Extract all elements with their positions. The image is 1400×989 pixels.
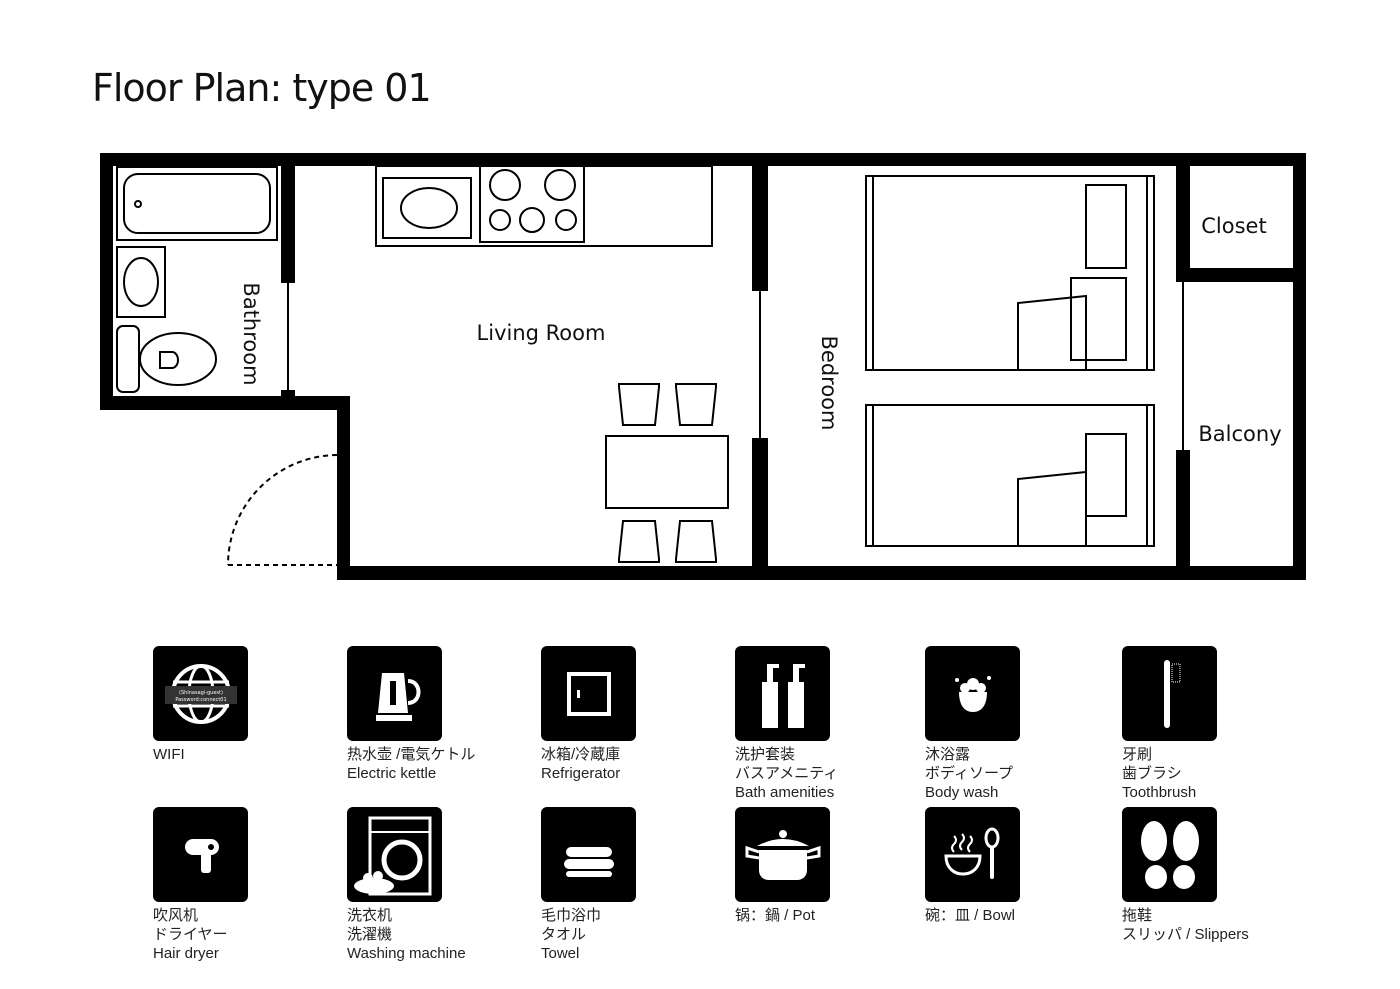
amenity-label: 拖鞋スリッパ / Slippers	[1122, 906, 1312, 944]
amenity-label-line: ボディソープ	[925, 765, 1014, 782]
amenity-label-line: Electric kettle	[347, 765, 437, 782]
amenity-item: 洗护套装バスアメニティ Bath amenities	[735, 646, 925, 802]
slippers-icon	[1122, 807, 1217, 902]
amenity-label: 碗：皿 / Bowl	[925, 906, 1115, 925]
pot-icon	[735, 807, 830, 902]
amenity-item: 热水壶 /電気ケトル Electric kettle	[347, 646, 537, 783]
amenity-label-line: 牙刷	[1122, 746, 1153, 763]
amenity-label: 冰箱/冷蔵庫 Refrigerator	[541, 745, 731, 783]
amenity-item: 洗衣机洗濯機 Washing machine	[347, 807, 537, 963]
amenity-label-line: 毛巾浴巾	[541, 907, 602, 924]
amenity-label-line: 冰箱/冷蔵庫	[541, 746, 621, 763]
amenity-label: 锅：鍋 / Pot	[735, 906, 925, 925]
amenity-label-line: 洗衣机	[347, 907, 393, 924]
wifi-password: Password:connect01	[175, 697, 226, 703]
floor-plan: Bathroom Living Room Bedroom Closet Balc…	[100, 153, 1306, 580]
amenity-label-line: バスアメニティ	[735, 765, 839, 782]
room-labels: Bathroom Living Room Bedroom Closet Balc…	[239, 214, 1282, 446]
wifi-network: (Shinasagi-guest)	[179, 690, 223, 696]
amenity-label: 热水壶 /電気ケトル Electric kettle	[347, 745, 537, 783]
amenity-label-line: 沐浴露	[925, 746, 971, 763]
amenity-label-line: Refrigerator	[541, 765, 621, 782]
room-label-closet: Closet	[1201, 214, 1266, 238]
amenity-item: 拖鞋スリッパ / Slippers	[1122, 807, 1312, 944]
kettle-icon	[347, 646, 442, 741]
amenity-label-line: Hair dryer	[153, 945, 219, 962]
room-label-bedroom: Bedroom	[817, 336, 841, 431]
page-title: Floor Plan: type 01	[92, 66, 432, 110]
amenity-label-line: Washing machine	[347, 945, 466, 962]
amenity-label-line: Towel	[541, 945, 580, 962]
amenity-label-line: 洗护套装	[735, 746, 796, 763]
amenity-label-line: Body wash	[925, 784, 999, 801]
amenity-label-line: ドライヤー	[153, 926, 228, 943]
hair-dryer-icon	[153, 807, 248, 902]
amenity-label-line: 歯ブラシ	[1122, 765, 1182, 782]
wifi-icon: (Shinasagi-guest)Password:connect01	[153, 646, 248, 741]
amenity-label: 吹风机ドライヤー Hair dryer	[153, 906, 343, 963]
amenity-item: 沐浴露ボディソープ Body wash	[925, 646, 1115, 802]
amenity-label: 牙刷歯ブラシ Toothbrush	[1122, 745, 1312, 802]
amenity-item: 冰箱/冷蔵庫 Refrigerator	[541, 646, 731, 783]
room-label-living: Living Room	[477, 321, 606, 345]
body-wash-icon	[925, 646, 1020, 741]
amenity-label-line: 碗：皿 / Bowl	[925, 907, 1016, 924]
amenity-label: 洗护套装バスアメニティ Bath amenities	[735, 745, 925, 802]
amenity-label: 洗衣机洗濯機 Washing machine	[347, 906, 537, 963]
amenity-label-line: WIFI	[153, 746, 185, 763]
room-label-bathroom: Bathroom	[239, 282, 263, 385]
towel-icon	[541, 807, 636, 902]
amenity-label: 毛巾浴巾タオル Towel	[541, 906, 731, 963]
fixtures	[116, 165, 1184, 566]
bath-amenities-icon	[735, 646, 830, 741]
amenity-label-line: Bath amenities	[735, 784, 835, 801]
bowl-icon	[925, 807, 1020, 902]
amenity-label-line: スリッパ / Slippers	[1122, 926, 1249, 943]
washing-machine-icon	[347, 807, 442, 902]
amenity-label-line: 热水壶 /電気ケトル	[347, 746, 476, 763]
amenity-label-line: タオル	[541, 926, 587, 943]
walls	[100, 153, 1306, 580]
room-label-balcony: Balcony	[1198, 422, 1281, 446]
amenity-label: 沐浴露ボディソープ Body wash	[925, 745, 1115, 802]
amenity-label-line: Toothbrush	[1122, 784, 1197, 801]
amenity-item: 毛巾浴巾タオル Towel	[541, 807, 731, 963]
amenity-label-line: 拖鞋	[1122, 907, 1153, 924]
amenity-label-line: 洗濯機	[347, 926, 393, 943]
amenity-label-line: 吹风机	[153, 907, 199, 924]
toothbrush-icon	[1122, 646, 1217, 741]
amenity-item: 吹风机ドライヤー Hair dryer	[153, 807, 343, 963]
amenity-label: WIFI	[153, 745, 343, 764]
refrigerator-icon	[541, 646, 636, 741]
amenity-item: 碗：皿 / Bowl	[925, 807, 1115, 925]
amenity-item: 锅：鍋 / Pot	[735, 807, 925, 925]
amenity-label-line: 锅：鍋 / Pot	[735, 907, 816, 924]
amenity-item: 牙刷歯ブラシ Toothbrush	[1122, 646, 1312, 802]
